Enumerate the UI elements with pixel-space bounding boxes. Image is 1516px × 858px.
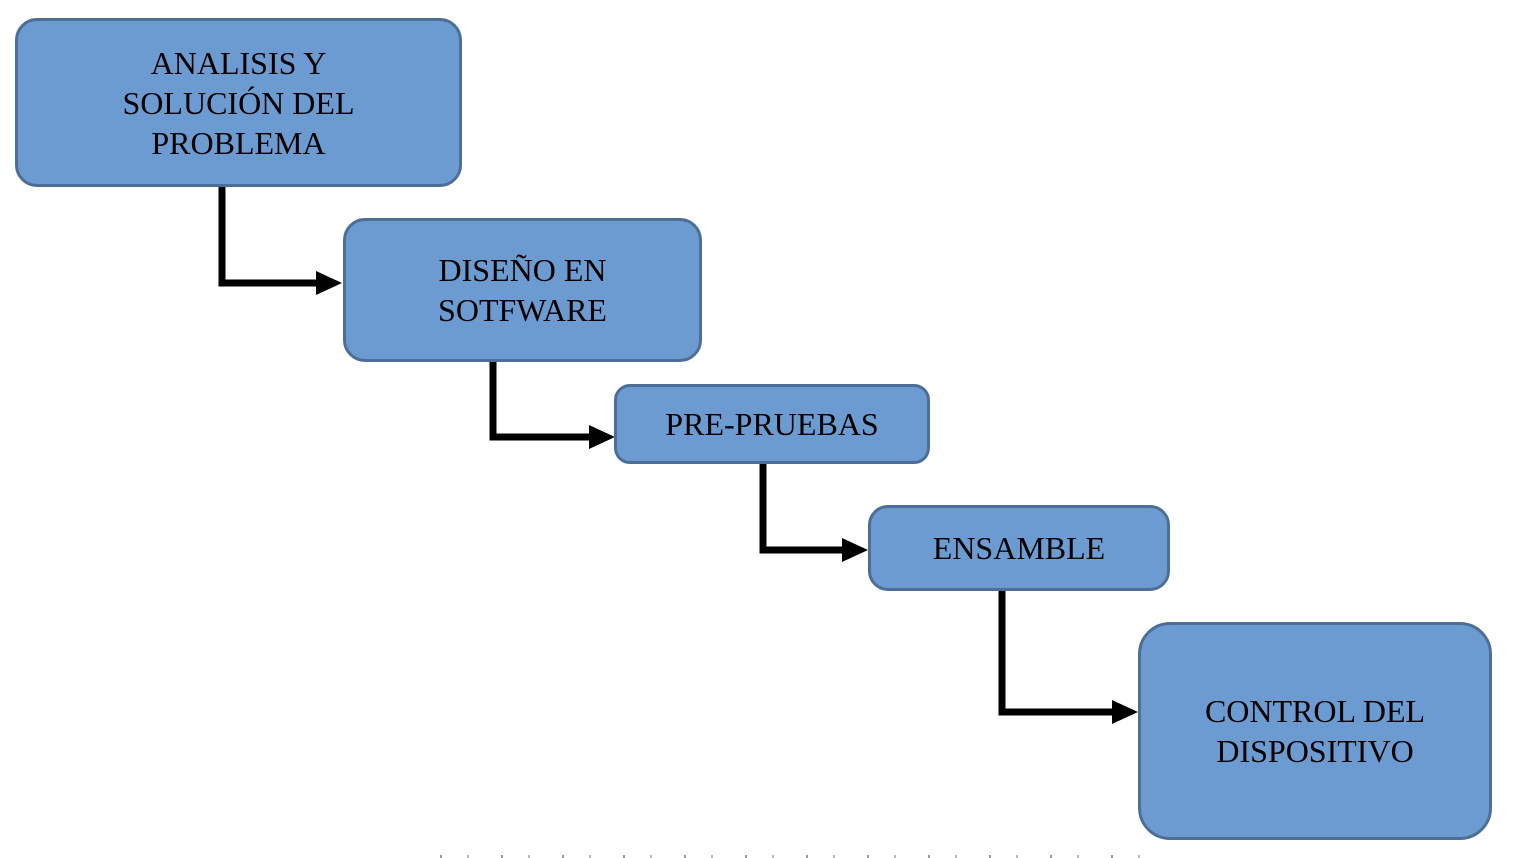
- node-ensamble: ENSAMBLE: [868, 505, 1170, 591]
- arrow-head-icon: [1112, 700, 1138, 724]
- arrow-diseno-to-prepruebas: [489, 361, 615, 449]
- cutoff-caption-remnant: [440, 855, 1160, 858]
- node-label: ENSAMBLE: [932, 530, 1106, 566]
- node-pre-pruebas: PRE-PRUEBAS: [614, 384, 930, 464]
- arrow-head-icon: [589, 425, 615, 449]
- node-control-del-dispositivo: CONTROL DEL DISPOSITIVO: [1138, 622, 1492, 840]
- arrow-line: [218, 187, 316, 287]
- arrow-line: [759, 463, 842, 554]
- arrow-analisis-to-diseno: [218, 187, 342, 295]
- arrow-head-icon: [316, 271, 342, 295]
- arrow-head-icon: [842, 538, 868, 562]
- arrow-prepruebas-to-ensamble: [759, 463, 868, 562]
- node-diseno-en-sotfware: DISEÑO EN SOTFWARE: [343, 218, 702, 362]
- arrow-line: [489, 361, 589, 441]
- node-label: CONTROL DEL DISPOSITIVO: [1204, 693, 1426, 769]
- arrow-line: [998, 589, 1112, 716]
- arrow-ensamble-to-control: [998, 589, 1138, 724]
- node-label: ANALISIS Y SOLUCIÓN DEL PROBLEMA: [122, 44, 355, 161]
- node-label: DISEÑO EN SOTFWARE: [438, 252, 607, 328]
- node-analisis-solucion-problema: ANALISIS Y SOLUCIÓN DEL PROBLEMA: [15, 18, 462, 187]
- node-label: PRE-PRUEBAS: [665, 406, 879, 442]
